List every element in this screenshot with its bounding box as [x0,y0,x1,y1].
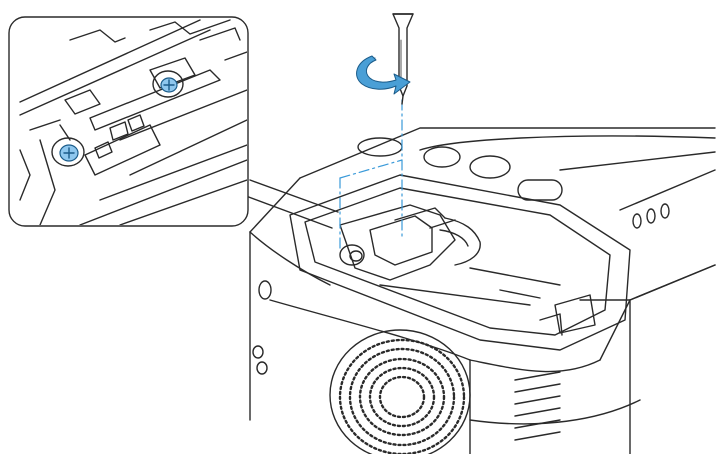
projector-body [249,127,716,454]
lamp-unit [339,204,481,281]
phillips-screw-icon [152,70,184,98]
side-vents [514,371,561,441]
top-button-2 [423,146,461,168]
phillips-screw-icon [51,137,85,167]
rotate-counterclockwise-arrow-icon [356,55,411,95]
callout-pointer-lines [245,179,339,229]
lamp-bay [289,174,631,351]
top-button-4 [517,179,563,201]
lens-grille [329,329,471,454]
screwdriver-icon [392,13,414,105]
screw-guide-lines [339,99,403,251]
top-button-3 [469,155,511,179]
detail-inset [8,16,249,227]
top-button-1 [357,137,403,157]
